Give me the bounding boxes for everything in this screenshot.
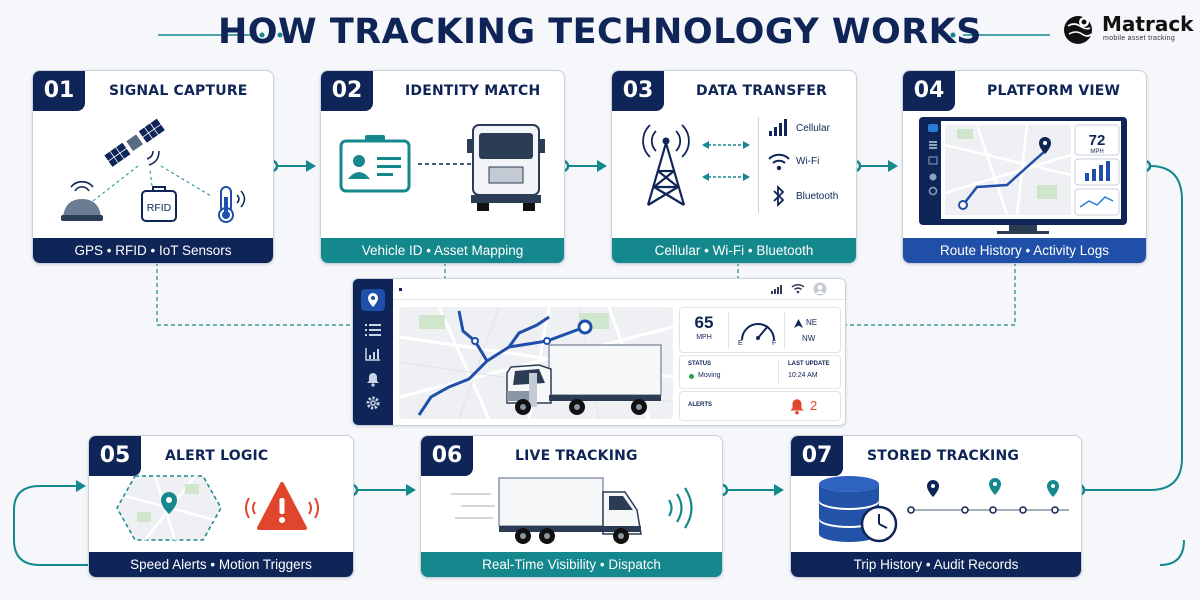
- match-dashes: [418, 163, 474, 165]
- warning-icon: [245, 482, 319, 530]
- alert-bell-icon: [790, 399, 804, 415]
- chart-icon[interactable]: [365, 347, 381, 361]
- monitor-icon: [919, 117, 1127, 234]
- signal-icon: [771, 285, 782, 294]
- step-01-card[interactable]: 01 SIGNAL CAPTURE RFID GPS • RFID • I: [32, 70, 274, 264]
- step-number: 07: [791, 436, 843, 476]
- title-decoration-right: [932, 32, 1050, 38]
- tracking-dashboard[interactable]: 65 MPH E F NE NW STATUS Moving LAST UPDA…: [352, 278, 846, 426]
- gauge-full: F: [772, 340, 777, 347]
- step-06-card[interactable]: 06 LIVE TRACKING Real-Time Visibility • …: [420, 435, 723, 578]
- step-02-card[interactable]: 02 IDENTITY MATCH Vehicle ID • Asset Map…: [320, 70, 565, 264]
- globe-pin-icon: [1064, 16, 1092, 44]
- database-clock-icon: [819, 476, 898, 543]
- step-number: 04: [903, 71, 955, 111]
- brand-tagline: mobile asset tracking: [1103, 35, 1176, 42]
- satellite-icon: [104, 118, 165, 167]
- title-decoration-left: [158, 32, 283, 38]
- dashboard-speed: 65: [694, 313, 714, 332]
- step-number: 03: [612, 71, 664, 111]
- step-number: 02: [321, 71, 373, 111]
- thermometer-icon: [218, 186, 246, 223]
- gauge-empty: E: [738, 340, 743, 347]
- live-map[interactable]: [399, 307, 673, 419]
- page-title: HOW TRACKING TECHNOLOGY WORKS: [217, 12, 983, 52]
- step-band: Cellular • Wi-Fi • Bluetooth: [612, 238, 856, 263]
- step-number: 05: [89, 436, 141, 476]
- step-04-card[interactable]: 04 PLATFORM VIEW 72 MPH Route History • …: [902, 70, 1147, 264]
- step-05-card[interactable]: 05 ALERT LOGIC Speed Alerts • Motion Tri…: [88, 435, 354, 578]
- alerts-count: 2: [810, 398, 818, 413]
- id-card-icon: [339, 135, 411, 193]
- last-update-label: LAST UPDATE: [788, 361, 830, 367]
- gps-tracker-icon: [61, 181, 103, 221]
- brand-logo[interactable]: Matrack mobile asset tracking: [1062, 10, 1194, 46]
- rfid-tag-icon: [141, 186, 177, 222]
- step-band: GPS • RFID • IoT Sensors: [33, 238, 273, 263]
- list-icon[interactable]: [365, 323, 381, 337]
- rfid-label: RFID: [146, 202, 172, 214]
- channel-cellular: Cellular: [796, 123, 830, 134]
- bell-icon[interactable]: [365, 371, 381, 387]
- cell-tower-icon: [642, 124, 690, 206]
- step-03-card[interactable]: 03 DATA TRANSFER Cellular Wi-Fi: [611, 70, 857, 264]
- status-value: Moving: [698, 372, 721, 379]
- sidebar-location[interactable]: [361, 289, 385, 311]
- moving-truck-icon: [451, 477, 693, 544]
- wifi-icon: [791, 283, 805, 294]
- channel-bluetooth: Bluetooth: [796, 191, 839, 202]
- step-number: 01: [33, 71, 85, 111]
- status-panel: STATUS Moving LAST UPDATE 10:24 AM: [679, 355, 841, 389]
- channel-wifi: Wi-Fi: [796, 156, 820, 167]
- bluetooth-icon: [773, 185, 785, 207]
- truck-front-icon: [467, 124, 545, 211]
- dashboard-topbar: [393, 279, 845, 300]
- step-band: Vehicle ID • Asset Mapping: [321, 238, 564, 263]
- truck-icon: [506, 344, 662, 415]
- last-update-value: 10:24 AM: [788, 372, 818, 379]
- heading-bottom: NW: [802, 334, 816, 343]
- step-title: IDENTITY MATCH: [405, 83, 541, 99]
- step-title: ALERT LOGIC: [165, 448, 269, 464]
- dashboard-sidebar: [353, 279, 393, 425]
- step-title: PLATFORM VIEW: [987, 83, 1121, 99]
- status-dot: [689, 374, 694, 379]
- fuel-gauge-icon: [741, 323, 775, 341]
- status-label: STATUS: [688, 361, 712, 367]
- dashboard-speed-unit: MPH: [696, 334, 712, 341]
- step-title: SIGNAL CAPTURE: [109, 83, 248, 99]
- transfer-arrows: [702, 141, 750, 181]
- topbar-dot: [399, 288, 402, 291]
- wifi-icon: [768, 153, 790, 171]
- step-band: Route History • Activity Logs: [903, 238, 1146, 263]
- gear-icon[interactable]: [365, 395, 381, 411]
- compass-arrow-icon: [794, 319, 803, 328]
- step-title: DATA TRANSFER: [696, 83, 828, 99]
- alerts-panel[interactable]: ALERTS 2: [679, 391, 841, 421]
- heading-top: NE: [806, 318, 818, 327]
- user-avatar-icon[interactable]: [813, 282, 827, 296]
- step-band: Speed Alerts • Motion Triggers: [89, 552, 353, 577]
- brand-name: Matrack: [1102, 12, 1194, 36]
- trip-timeline: [907, 478, 1069, 514]
- step-band: Trip History • Audit Records: [791, 552, 1081, 577]
- alerts-label: ALERTS: [688, 402, 712, 408]
- divider: [758, 117, 759, 213]
- step-title: STORED TRACKING: [867, 448, 1020, 464]
- step-band: Real-Time Visibility • Dispatch: [421, 552, 722, 577]
- dashed-links: [156, 262, 1016, 326]
- geofence-map-icon: [116, 475, 222, 541]
- step-number: 06: [421, 436, 473, 476]
- step-title: LIVE TRACKING: [515, 448, 638, 464]
- location-pin-icon: [368, 293, 378, 307]
- step-07-card[interactable]: 07 STORED TRACKING Trip History • Audit …: [790, 435, 1082, 578]
- cellular-signal-icon: [769, 119, 787, 136]
- platform-speed-unit: MPH: [1090, 149, 1104, 155]
- platform-speed: 72: [1088, 132, 1106, 149]
- speed-panel: 65 MPH E F NE NW: [679, 307, 841, 353]
